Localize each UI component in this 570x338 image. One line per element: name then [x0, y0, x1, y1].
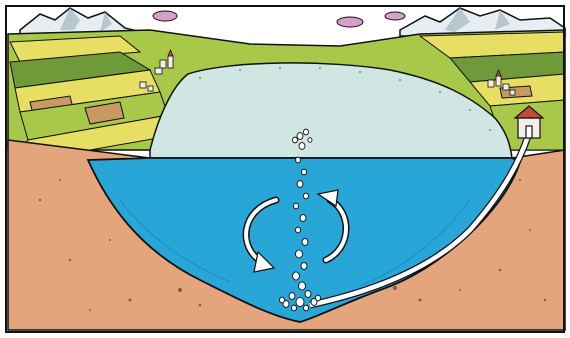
air-bubble [293, 272, 300, 280]
air-bubble [296, 250, 303, 258]
cloud-right [385, 12, 405, 20]
air-bubble [316, 295, 321, 301]
air-bubble [301, 263, 307, 270]
cloud-left [153, 11, 177, 21]
air-bubble [296, 157, 301, 163]
air-bubble [294, 203, 299, 209]
air-bubble [304, 305, 309, 311]
air-bubble [293, 137, 298, 143]
cloud-center [337, 17, 363, 27]
air-bubble [304, 129, 309, 135]
air-bubble [297, 133, 303, 140]
air-bubble [280, 297, 285, 303]
air-bubble [289, 293, 295, 300]
air-bubble [299, 282, 306, 290]
air-bubble [305, 291, 311, 298]
air-bubble [302, 239, 308, 246]
air-bubble [299, 143, 305, 150]
air-bubble [304, 193, 309, 199]
air-bubble [292, 305, 297, 311]
air-bubble [300, 215, 306, 222]
air-bubble [296, 227, 301, 233]
air-bubble [302, 169, 307, 175]
air-bubble [308, 138, 312, 143]
air-bubble [296, 297, 304, 306]
air-bubble [297, 181, 303, 188]
